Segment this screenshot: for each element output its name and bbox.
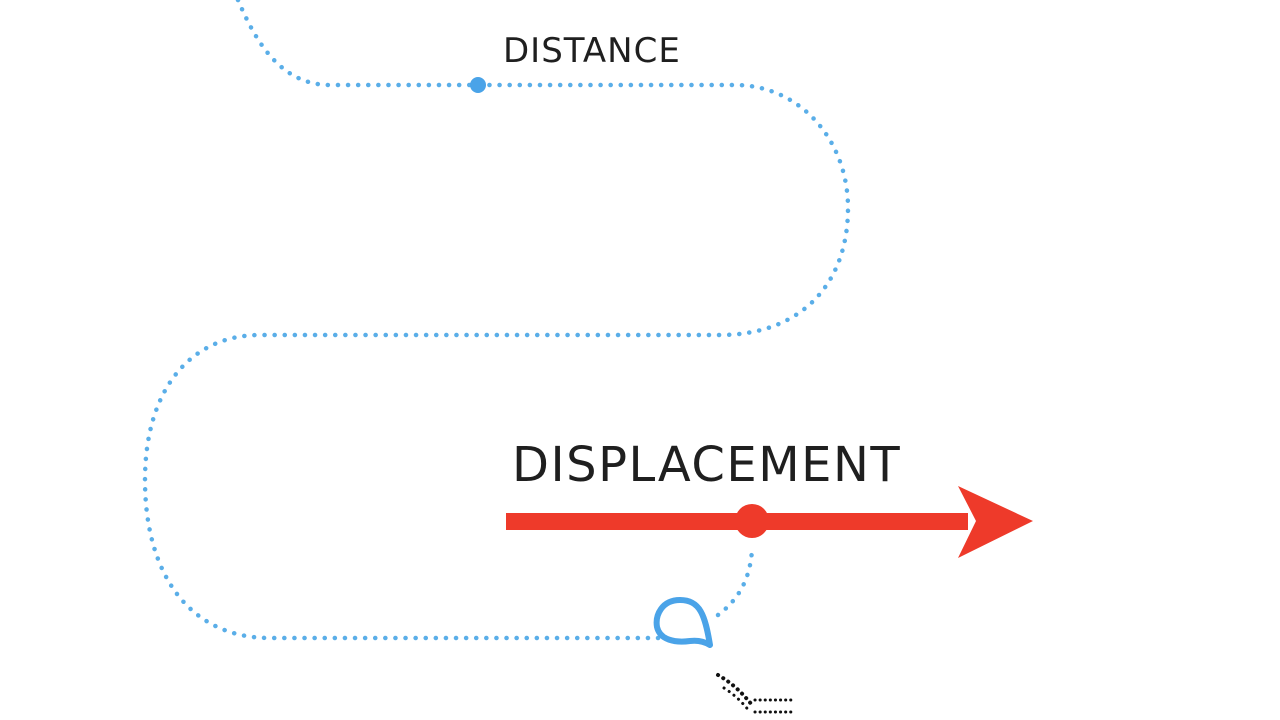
displacement-label: DISPLACEMENT bbox=[512, 437, 901, 493]
distance-marker-dot bbox=[470, 77, 486, 93]
distance-path bbox=[142, 0, 851, 641]
displacement-marker-dot bbox=[735, 504, 769, 538]
distance-label: DISTANCE bbox=[503, 31, 681, 71]
dotted-artifact bbox=[716, 673, 794, 714]
loop-marker-icon bbox=[653, 597, 713, 648]
displacement-arrow-head bbox=[958, 486, 1033, 558]
distance-path-tail bbox=[715, 547, 755, 618]
